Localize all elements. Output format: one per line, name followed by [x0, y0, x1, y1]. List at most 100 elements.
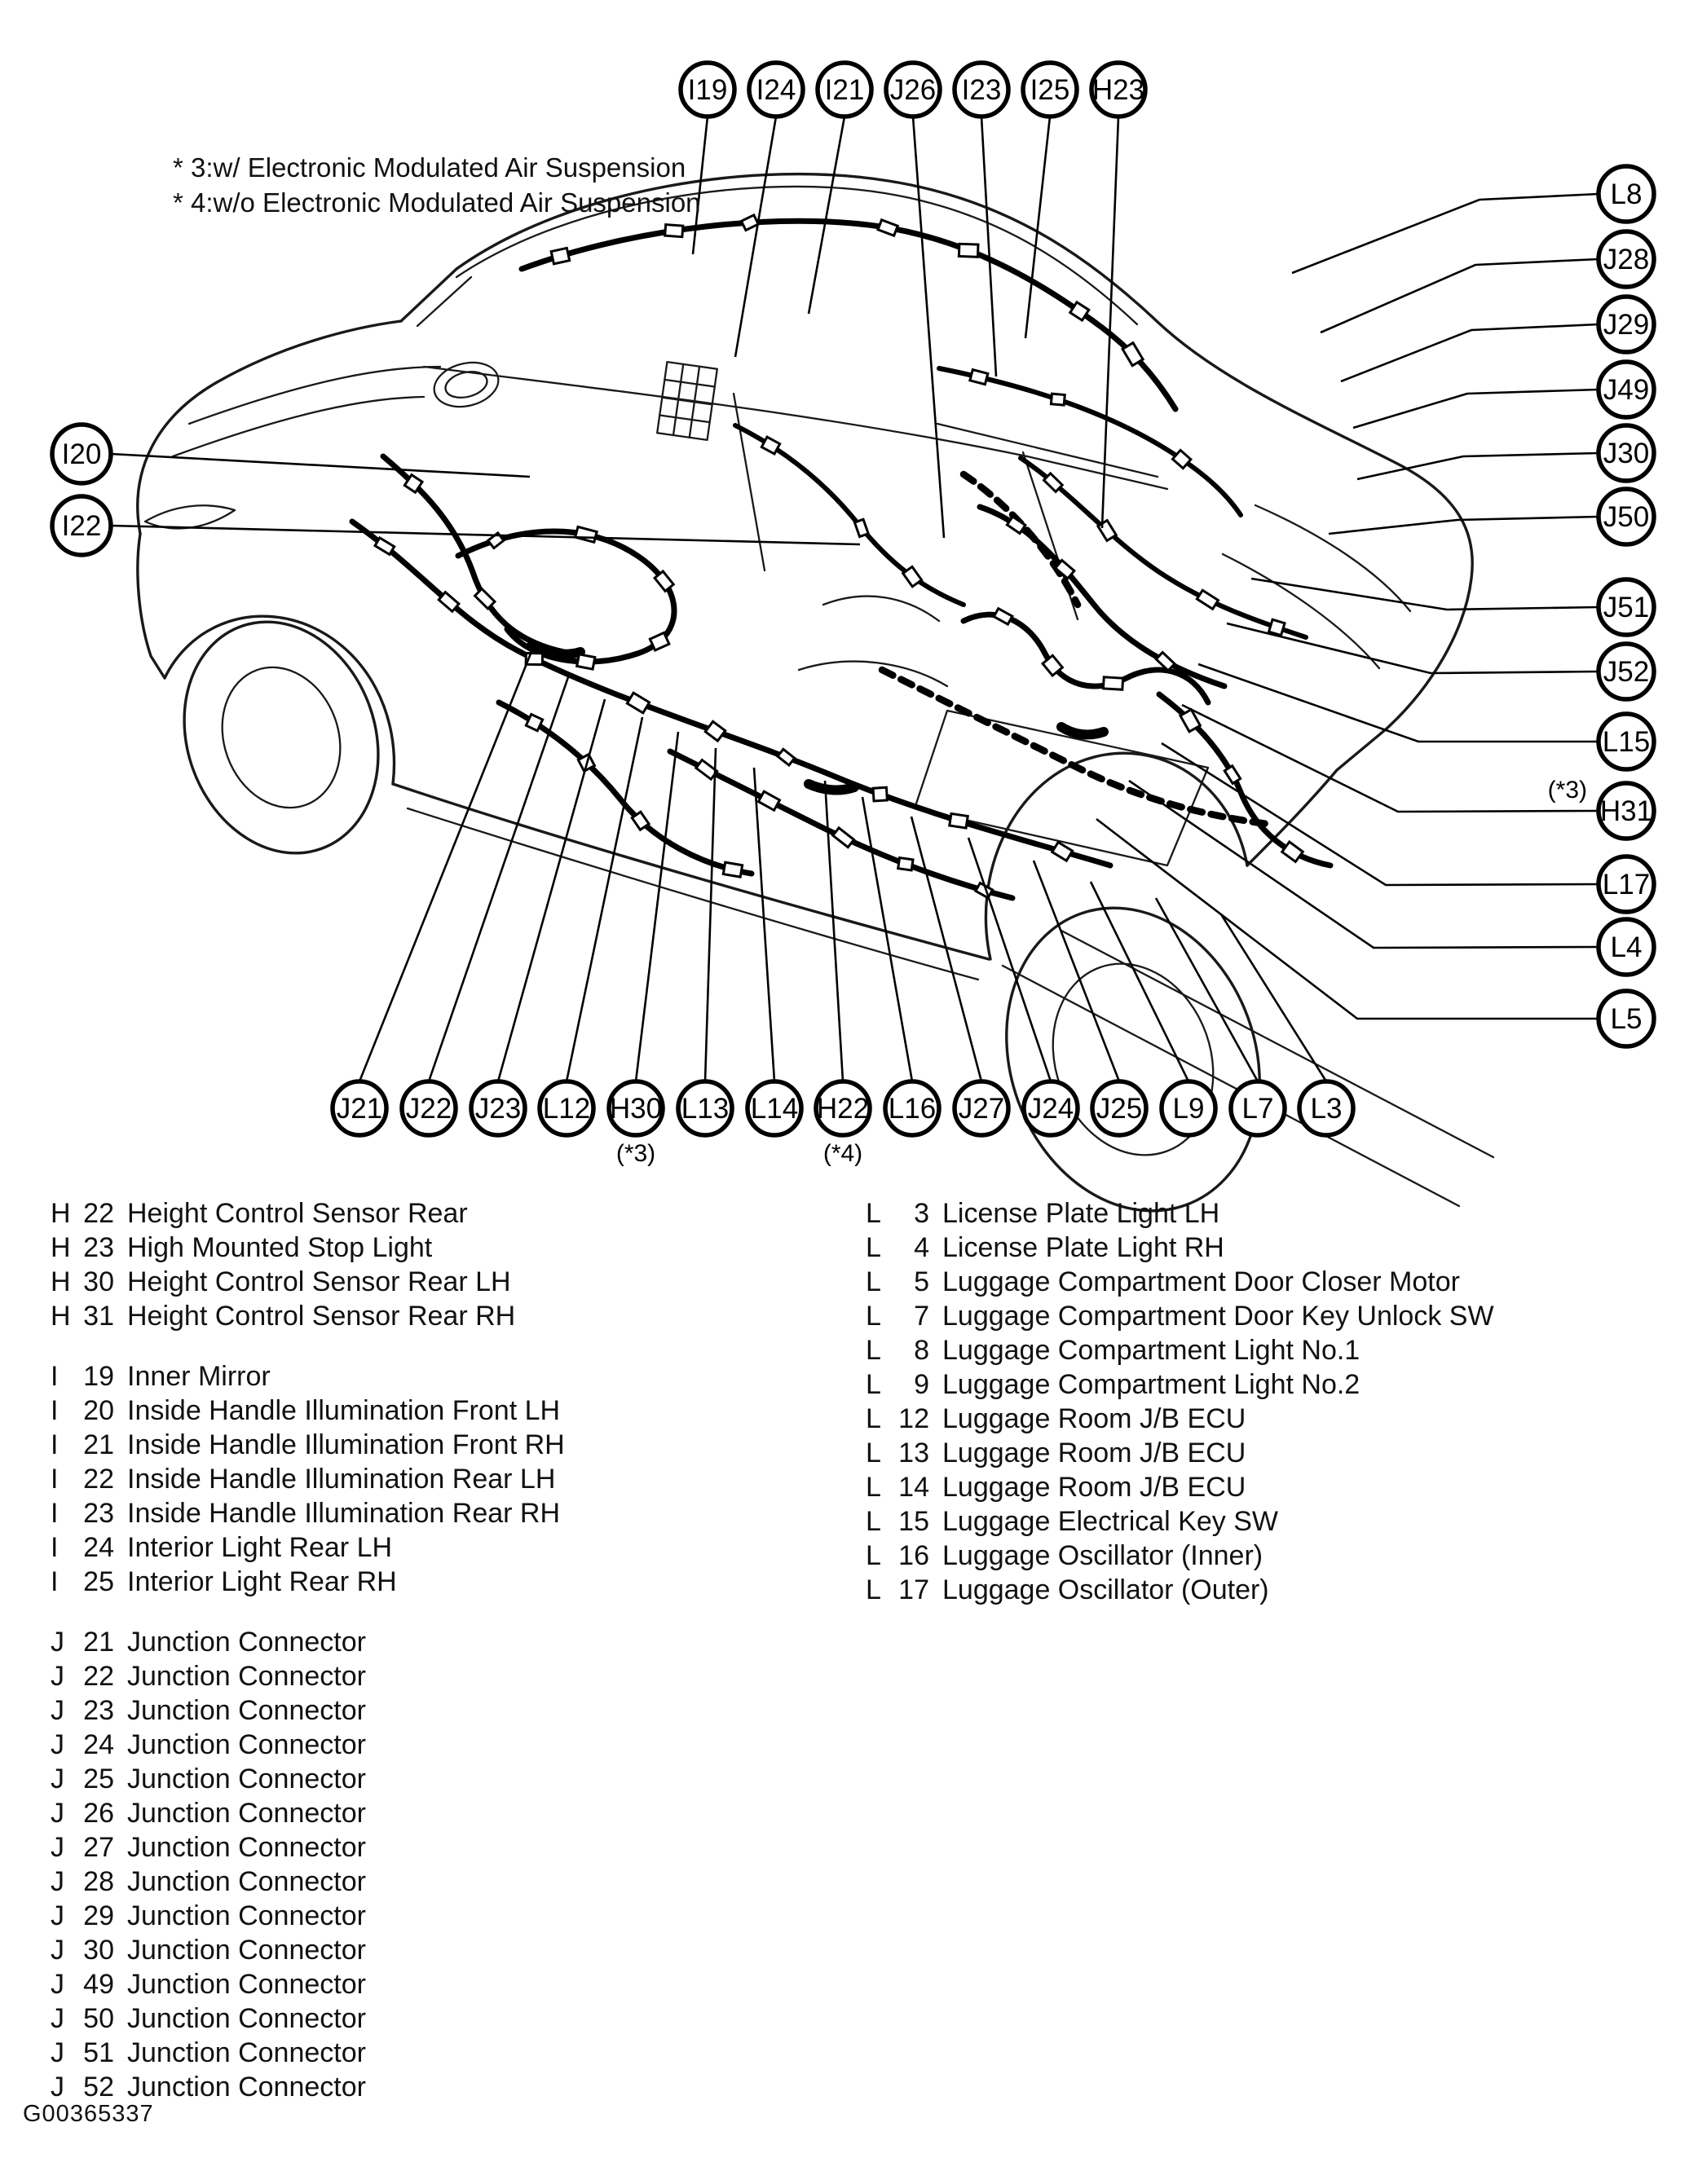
leader-line-L5 [1096, 817, 1599, 1020]
connector-box [775, 747, 796, 768]
connector-box [437, 590, 461, 614]
callout-circle [1596, 917, 1656, 977]
legend-name: Junction Connector [127, 1969, 366, 2000]
callout-L15: L15 [1596, 711, 1656, 772]
connector-box [992, 606, 1014, 627]
callout-circle [50, 422, 113, 486]
callout-label: L7 [1242, 1093, 1274, 1125]
legend-name: Junction Connector [127, 1832, 366, 1863]
legend-name: License Plate Light LH [942, 1198, 1220, 1229]
callout-J50: J50 [1596, 487, 1656, 547]
callout-footnote-ref: (*3) [1548, 777, 1587, 804]
connector-box [1121, 341, 1145, 368]
connector-box [625, 691, 651, 715]
connector-box [760, 435, 782, 456]
callout-footnote-ref: (*4) [823, 1140, 862, 1167]
callout-circle [1090, 1079, 1149, 1138]
callout-label: I19 [688, 74, 728, 106]
leader-line-L8 [1291, 192, 1599, 275]
connector-box [1280, 839, 1305, 864]
connector-box [968, 368, 990, 386]
leader-line-J23 [496, 698, 606, 1082]
leader-line-J30 [1356, 451, 1599, 481]
leader-line-H31 [1181, 703, 1599, 813]
footnote-line-2: * 4:w/o Electronic Modulated Air Suspens… [173, 187, 701, 218]
callout-label: J52 [1603, 656, 1649, 688]
connector-box [1195, 588, 1220, 611]
legend-name: Luggage Compartment Door Key Unlock SW [942, 1301, 1494, 1332]
leader-line-H30 [634, 731, 680, 1082]
connector-box [573, 525, 598, 544]
callout-label: L17 [1603, 869, 1650, 900]
callout-label: L13 [681, 1093, 729, 1125]
connector-box [853, 517, 871, 539]
legend-name: Luggage Compartment Light No.1 [942, 1335, 1360, 1366]
legend-name: Junction Connector [127, 1729, 366, 1760]
callout-label: L14 [751, 1093, 798, 1125]
callout-J51: J51 [1596, 577, 1656, 637]
callout-circle [1596, 781, 1656, 841]
callout-label: J49 [1603, 374, 1649, 406]
legend-name: Junction Connector [127, 1866, 366, 1897]
legend-name: Interior Light Rear LH [127, 1532, 393, 1563]
leader-line-L9 [1089, 881, 1190, 1082]
callout-label: H23 [1092, 74, 1144, 106]
callout-label: J51 [1603, 592, 1649, 623]
legend-name: Junction Connector [127, 1661, 366, 1692]
callout-I21: I21 [815, 60, 874, 119]
leader-line-L17 [1161, 742, 1599, 887]
connector-box [1049, 392, 1066, 407]
leader-line-I25 [1024, 116, 1052, 339]
callout-label: I23 [962, 74, 1002, 106]
callout-circle [1596, 577, 1656, 637]
callout-circle [1159, 1079, 1218, 1138]
callout-label: I20 [62, 438, 102, 470]
callout-H23: H23 [1089, 60, 1148, 119]
connector-box [957, 242, 980, 258]
callout-L12: L12 [537, 1079, 596, 1138]
connector-box [1040, 654, 1065, 678]
leader-line-J49 [1352, 388, 1599, 429]
callout-circle [1297, 1079, 1356, 1138]
callout-circle [606, 1079, 665, 1138]
legend-name: Junction Connector [127, 2037, 366, 2068]
callout-circle [883, 1079, 942, 1138]
leader-line-J28 [1320, 258, 1599, 334]
callout-label: J21 [337, 1093, 382, 1125]
callout-L4: L4 [1596, 917, 1656, 977]
legend-name: Height Control Sensor Rear [127, 1198, 468, 1229]
connector-box [721, 861, 744, 878]
legend-name: Height Control Sensor Rear RH [127, 1301, 516, 1332]
callout-label: L5 [1611, 1003, 1643, 1035]
callout-J25: J25 [1090, 1079, 1149, 1138]
callout-circle [814, 1079, 872, 1138]
callout-L13: L13 [676, 1079, 734, 1138]
leader-line-J29 [1340, 323, 1599, 383]
callout-label: J27 [959, 1093, 1004, 1125]
